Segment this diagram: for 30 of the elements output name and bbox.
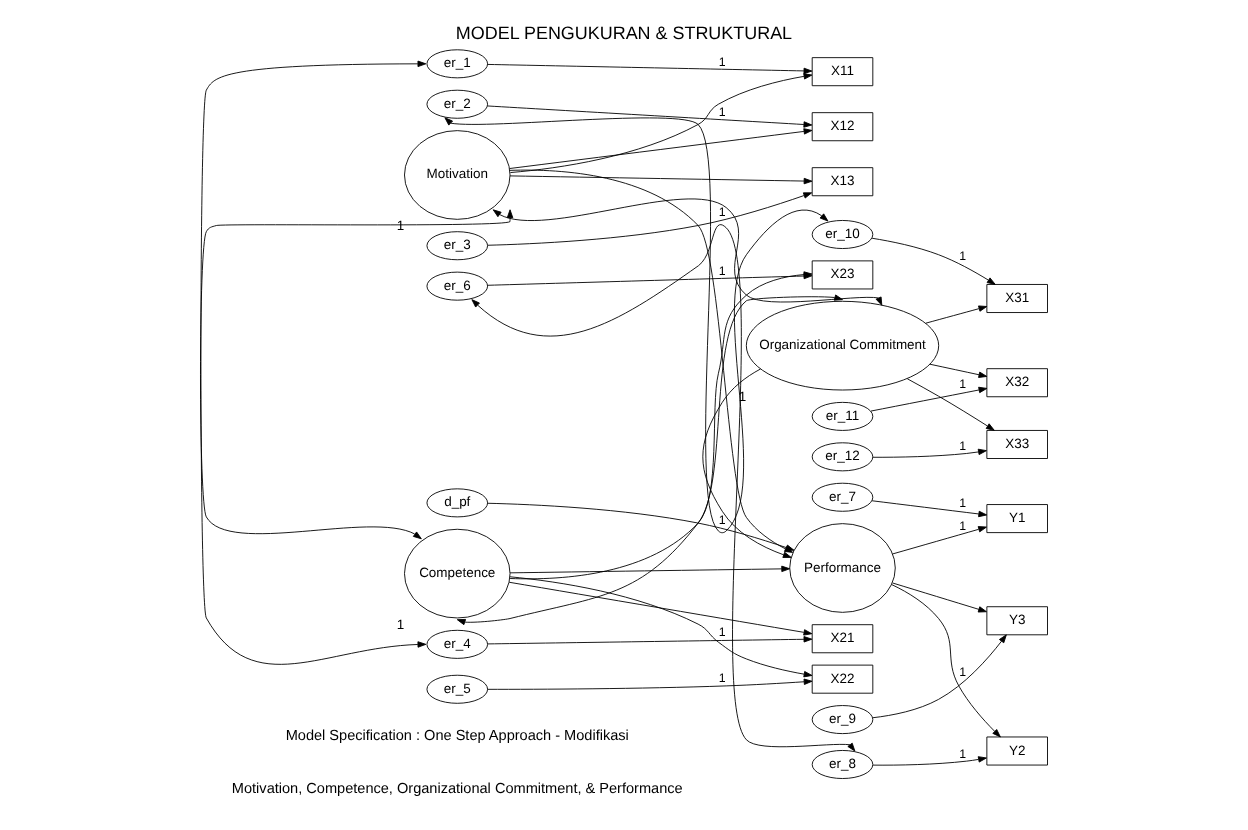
arrow bbox=[200, 209, 514, 540]
arrow bbox=[871, 500, 988, 518]
arrow bbox=[509, 576, 813, 678]
arrow bbox=[870, 386, 988, 412]
arrow bbox=[471, 224, 856, 752]
arrow bbox=[508, 581, 813, 636]
diagram-title: MODEL PENGUKURAN & STRUKTURAL bbox=[455, 23, 793, 44]
arrow bbox=[487, 64, 813, 75]
arrow bbox=[892, 582, 987, 613]
arrow bbox=[925, 305, 988, 324]
arrow bbox=[200, 60, 427, 665]
arrow bbox=[487, 678, 813, 690]
arrow bbox=[487, 636, 813, 645]
arrow bbox=[492, 198, 883, 306]
arrow bbox=[871, 237, 996, 285]
arrow bbox=[487, 192, 813, 246]
arrow bbox=[487, 105, 813, 128]
arrow bbox=[510, 73, 813, 173]
arrow bbox=[891, 584, 1001, 738]
arrow bbox=[872, 756, 987, 766]
arrow bbox=[929, 363, 988, 378]
arrow bbox=[456, 294, 843, 626]
arrow bbox=[509, 128, 813, 169]
arrow bbox=[872, 448, 987, 458]
arrow bbox=[906, 378, 995, 431]
arrow bbox=[509, 175, 813, 185]
arrow bbox=[509, 565, 791, 574]
arrow bbox=[444, 117, 829, 534]
arrow bbox=[892, 526, 987, 555]
arrow bbox=[872, 634, 1007, 719]
